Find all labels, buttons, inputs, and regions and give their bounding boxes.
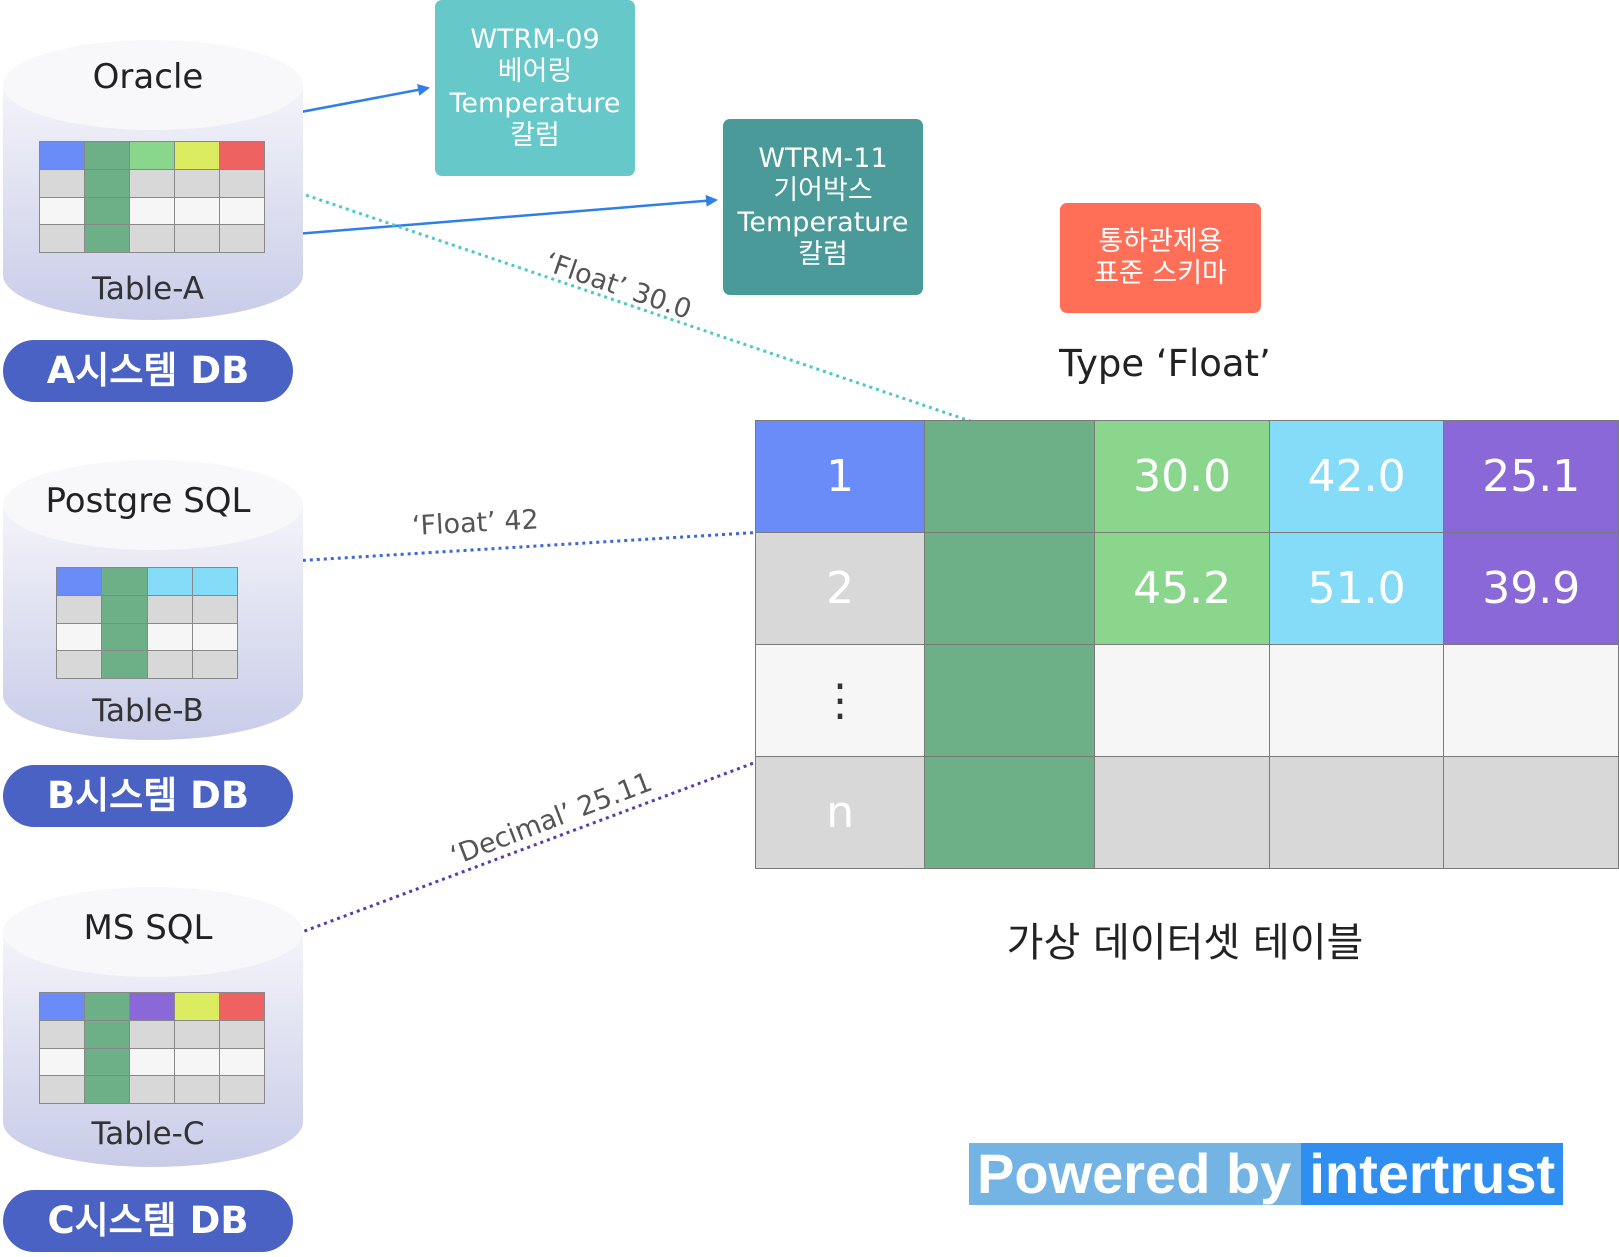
value-cell: 25.1 (1443, 420, 1619, 533)
system-badge-b: B시스템 DB (3, 765, 293, 827)
value-cell (1094, 644, 1270, 757)
id-cell (924, 420, 1096, 533)
db-name: Postgre SQL (45, 481, 251, 521)
system-badge-a: A시스템 DB (3, 340, 293, 402)
schema-line1: 통하관제용 (1098, 226, 1223, 257)
virtual-dataset-table: 1 30.0 42.0 25.1 2 45.2 51.0 39.9 ⋮ n (754, 420, 1619, 869)
system-badge-c: C시스템 DB (3, 1190, 293, 1252)
db-oracle: Oracle Table-A (3, 35, 303, 325)
table-label: Table-C (91, 1116, 205, 1152)
row-index: 2 (754, 532, 926, 645)
value-cell (1443, 644, 1619, 757)
db-mssql: MS SQL Table-C (3, 882, 303, 1172)
column-metric: Temperature (449, 88, 621, 119)
column-name: 베어링 (497, 56, 573, 87)
value-cell: 51.0 (1268, 532, 1445, 645)
mini-table-a (39, 141, 265, 253)
id-cell (924, 644, 1096, 757)
table-row: 2 45.2 51.0 39.9 (754, 532, 1619, 645)
value-cell: 45.2 (1094, 532, 1270, 645)
virtual-table-title: 가상 데이터셋 테이블 (1006, 920, 1364, 966)
column-name: 기어박스 (773, 175, 873, 206)
column-metric: Temperature (737, 207, 909, 238)
schema-type-label: Type ‘Float’ (1059, 342, 1271, 385)
edge-float-30 (146, 139, 1118, 475)
table-row: 1 30.0 42.0 25.1 (754, 420, 1619, 533)
column-box-wtrm09: WTRM-09 베어링 Temperature 칼럼 (435, 0, 635, 176)
db-name: MS SQL (83, 908, 213, 948)
db-postgresql: Postgre SQL Table-B (3, 455, 303, 745)
column-suffix: 칼럼 (510, 120, 560, 151)
table-label: Table-A (92, 271, 204, 307)
column-box-wtrm11: WTRM-11 기어박스 Temperature 칼럼 (723, 119, 923, 295)
value-cell: 42.0 (1268, 420, 1445, 533)
value-cell (1094, 756, 1270, 869)
powered-by-text: Powered by (969, 1143, 1302, 1205)
schema-box: 통하관제용 표준 스키마 (1060, 203, 1261, 313)
table-label: Table-B (92, 693, 204, 729)
brand-logo: intertrust (1301, 1143, 1564, 1205)
mini-table-b (55, 567, 239, 679)
column-code: WTRM-11 (758, 143, 888, 174)
powered-by-badge: Powered by intertrust (969, 1143, 1564, 1205)
id-cell (924, 532, 1096, 645)
value-cell: 39.9 (1443, 532, 1619, 645)
edge-label-float-42: ‘Float’ 42 (411, 504, 540, 542)
column-suffix: 칼럼 (798, 239, 848, 270)
value-cell (1443, 756, 1619, 869)
value-cell (1268, 756, 1445, 869)
line-oracle-to-wtrm11 (245, 194, 718, 240)
row-index: ⋮ (754, 644, 926, 757)
value-cell: 30.0 (1094, 420, 1270, 533)
db-name: Oracle (92, 57, 204, 97)
column-code: WTRM-09 (470, 24, 600, 55)
row-index: 1 (754, 420, 926, 533)
id-cell (924, 756, 1096, 869)
table-row: n (754, 756, 1619, 869)
value-cell (1268, 644, 1445, 757)
mini-table-c (39, 992, 265, 1104)
table-row: ⋮ (754, 644, 1619, 757)
row-index: n (754, 756, 926, 869)
schema-line2: 표준 스키마 (1094, 258, 1227, 289)
